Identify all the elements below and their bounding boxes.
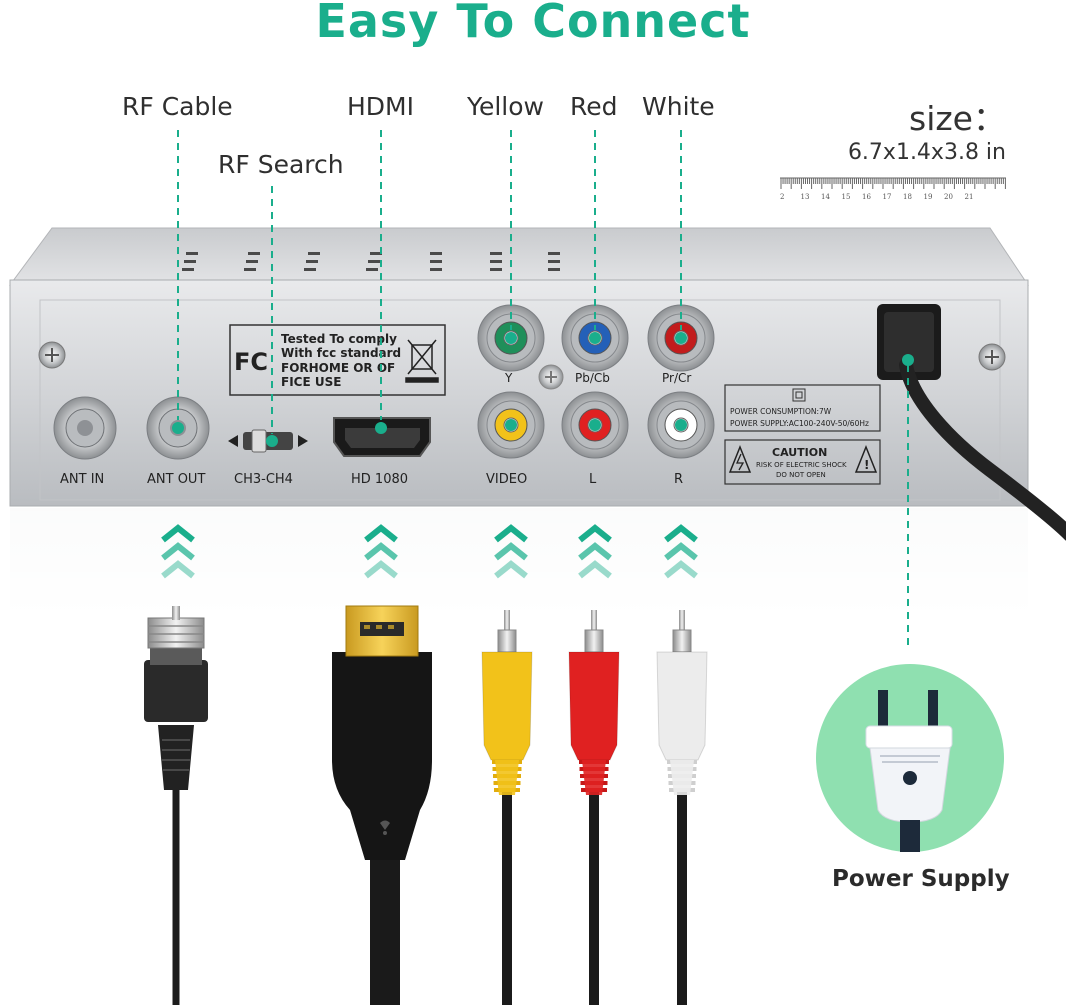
caution-box bbox=[724, 439, 881, 485]
power-supply-label: Power Supply bbox=[832, 866, 1010, 892]
r-label: R bbox=[674, 472, 683, 487]
hdmi-port[interactable] bbox=[333, 417, 431, 457]
white-rca-plug bbox=[656, 610, 708, 1005]
ant-in-port[interactable] bbox=[53, 396, 117, 460]
power-supply-text: POWER SUPPLY:AC100-240V-50/60Hz bbox=[730, 419, 869, 428]
ruler-tick-label: 20 bbox=[944, 193, 953, 201]
ant-out-label: ANT OUT bbox=[147, 472, 205, 487]
exclamation-warning-icon bbox=[854, 444, 878, 473]
fcc-line-1: Tested To comply bbox=[281, 332, 397, 346]
power-consumption-text: POWER CONSUMPTION:7W bbox=[730, 407, 832, 416]
ruler-tick-label: 14 bbox=[821, 193, 830, 201]
power-info-box bbox=[724, 384, 881, 432]
fcc-line-2: With fcc standard bbox=[281, 346, 401, 360]
fcc-line-3: FORHOME OR OF bbox=[281, 361, 395, 375]
up-arrow-icon bbox=[664, 524, 698, 579]
ruler-tick-label: 15 bbox=[842, 193, 851, 201]
guide-lines bbox=[177, 130, 909, 650]
label-white: White bbox=[642, 92, 715, 121]
label-hdmi: HDMI bbox=[347, 92, 414, 121]
ruler-tick-label: 2 bbox=[780, 193, 784, 201]
ruler-tick-label: 16 bbox=[862, 193, 871, 201]
rf-cable-plug bbox=[144, 606, 208, 1005]
screw-right bbox=[978, 343, 1006, 371]
up-arrow-icon bbox=[364, 524, 398, 579]
up-arrow-icon bbox=[161, 524, 195, 579]
power-supply-icon bbox=[816, 664, 1004, 852]
box-top bbox=[9, 227, 1029, 286]
fcc-logo: FC bbox=[234, 348, 268, 376]
screw-left bbox=[38, 341, 66, 369]
fcc-label bbox=[229, 324, 446, 396]
vent-slots bbox=[182, 252, 560, 271]
label-red: Red bbox=[570, 92, 618, 121]
pb-label: Pb/Cb bbox=[575, 371, 610, 385]
weee-bin-icon bbox=[405, 339, 439, 383]
caution-title: CAUTION bbox=[772, 446, 827, 459]
fcc-line-4: FICE USE bbox=[281, 375, 341, 389]
up-arrow-icon bbox=[578, 524, 612, 579]
caution-line-1: RISK OF ELECTRIC SHOCK bbox=[756, 461, 847, 469]
label-rf-cable: RF Cable bbox=[122, 92, 233, 121]
ruler-icon: 2 13 14 15 16 17 18 19 20 21 bbox=[780, 177, 1006, 201]
svg-text:!: ! bbox=[864, 458, 869, 472]
yellow-rca-plug bbox=[481, 610, 533, 1005]
hd-label: HD 1080 bbox=[351, 472, 408, 487]
page-title: Easy To Connect bbox=[315, 0, 751, 48]
power-cable bbox=[899, 358, 1066, 541]
ruler-tick-label: 13 bbox=[801, 193, 810, 201]
ruler-tick-label: 21 bbox=[965, 193, 974, 201]
video-label: VIDEO bbox=[486, 472, 527, 487]
ant-in-label: ANT IN bbox=[60, 472, 104, 487]
label-rf-search: RF Search bbox=[218, 150, 344, 179]
pr-label: Pr/Cr bbox=[662, 371, 691, 385]
caution-line-2: DO NOT OPEN bbox=[776, 471, 826, 479]
screw-center bbox=[538, 364, 564, 390]
port-dots bbox=[172, 332, 914, 447]
y-label: Y bbox=[504, 371, 513, 385]
ch-label: CH3-CH4 bbox=[234, 472, 293, 487]
shock-warning-icon bbox=[728, 444, 752, 473]
ruler-tick-label: 19 bbox=[924, 193, 933, 201]
l-label: L bbox=[589, 472, 597, 487]
up-arrow-icon bbox=[494, 524, 528, 579]
power-socket[interactable] bbox=[877, 304, 941, 380]
red-rca-plug bbox=[568, 610, 620, 1005]
size-value: 6.7x1.4x3.8 in bbox=[847, 140, 1006, 165]
ruler-tick-label: 18 bbox=[903, 193, 912, 201]
hdmi-cable-plug bbox=[332, 605, 432, 1005]
size-label: size： bbox=[909, 99, 1006, 138]
label-yellow: Yellow bbox=[467, 92, 544, 121]
ruler-tick-label: 17 bbox=[883, 193, 892, 201]
